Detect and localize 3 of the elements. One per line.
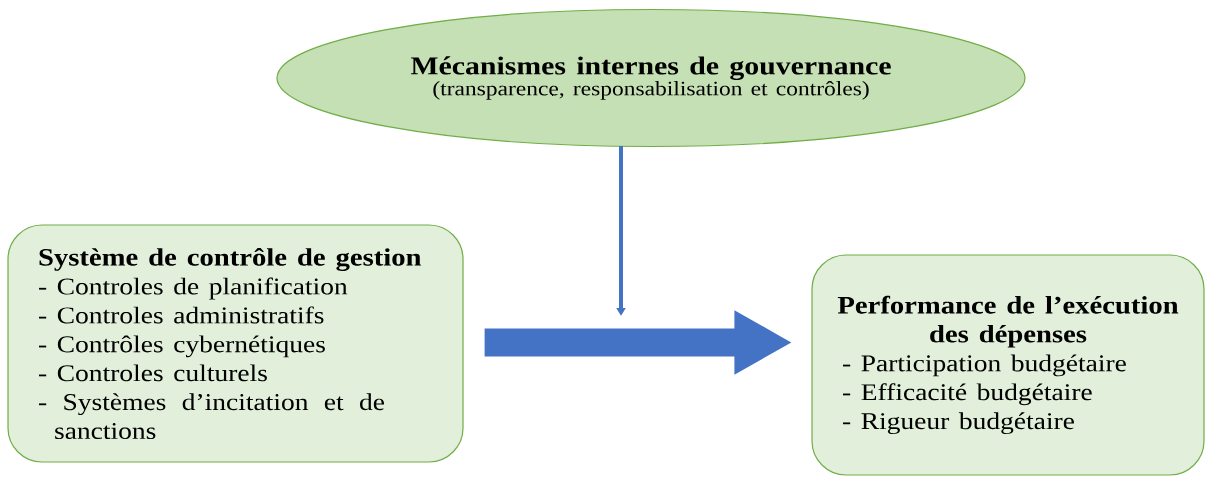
oval-box: Mécanismes internes de gouvernance (transparence, responsabilisation et contrôles) [276,8,1026,148]
rounded-box: Performance de l’exécution des dépenses - Participation budgétaire - Efficacité budgétaire - Rigueur budgétaire [811,254,1205,476]
rounded-box: Système de contrôle de gestion - Controles de planification - Controles administratifs - Contrôles cybernétiques - Controles culturels - Systèmes d’incitation et de sanctions [7,224,464,463]
